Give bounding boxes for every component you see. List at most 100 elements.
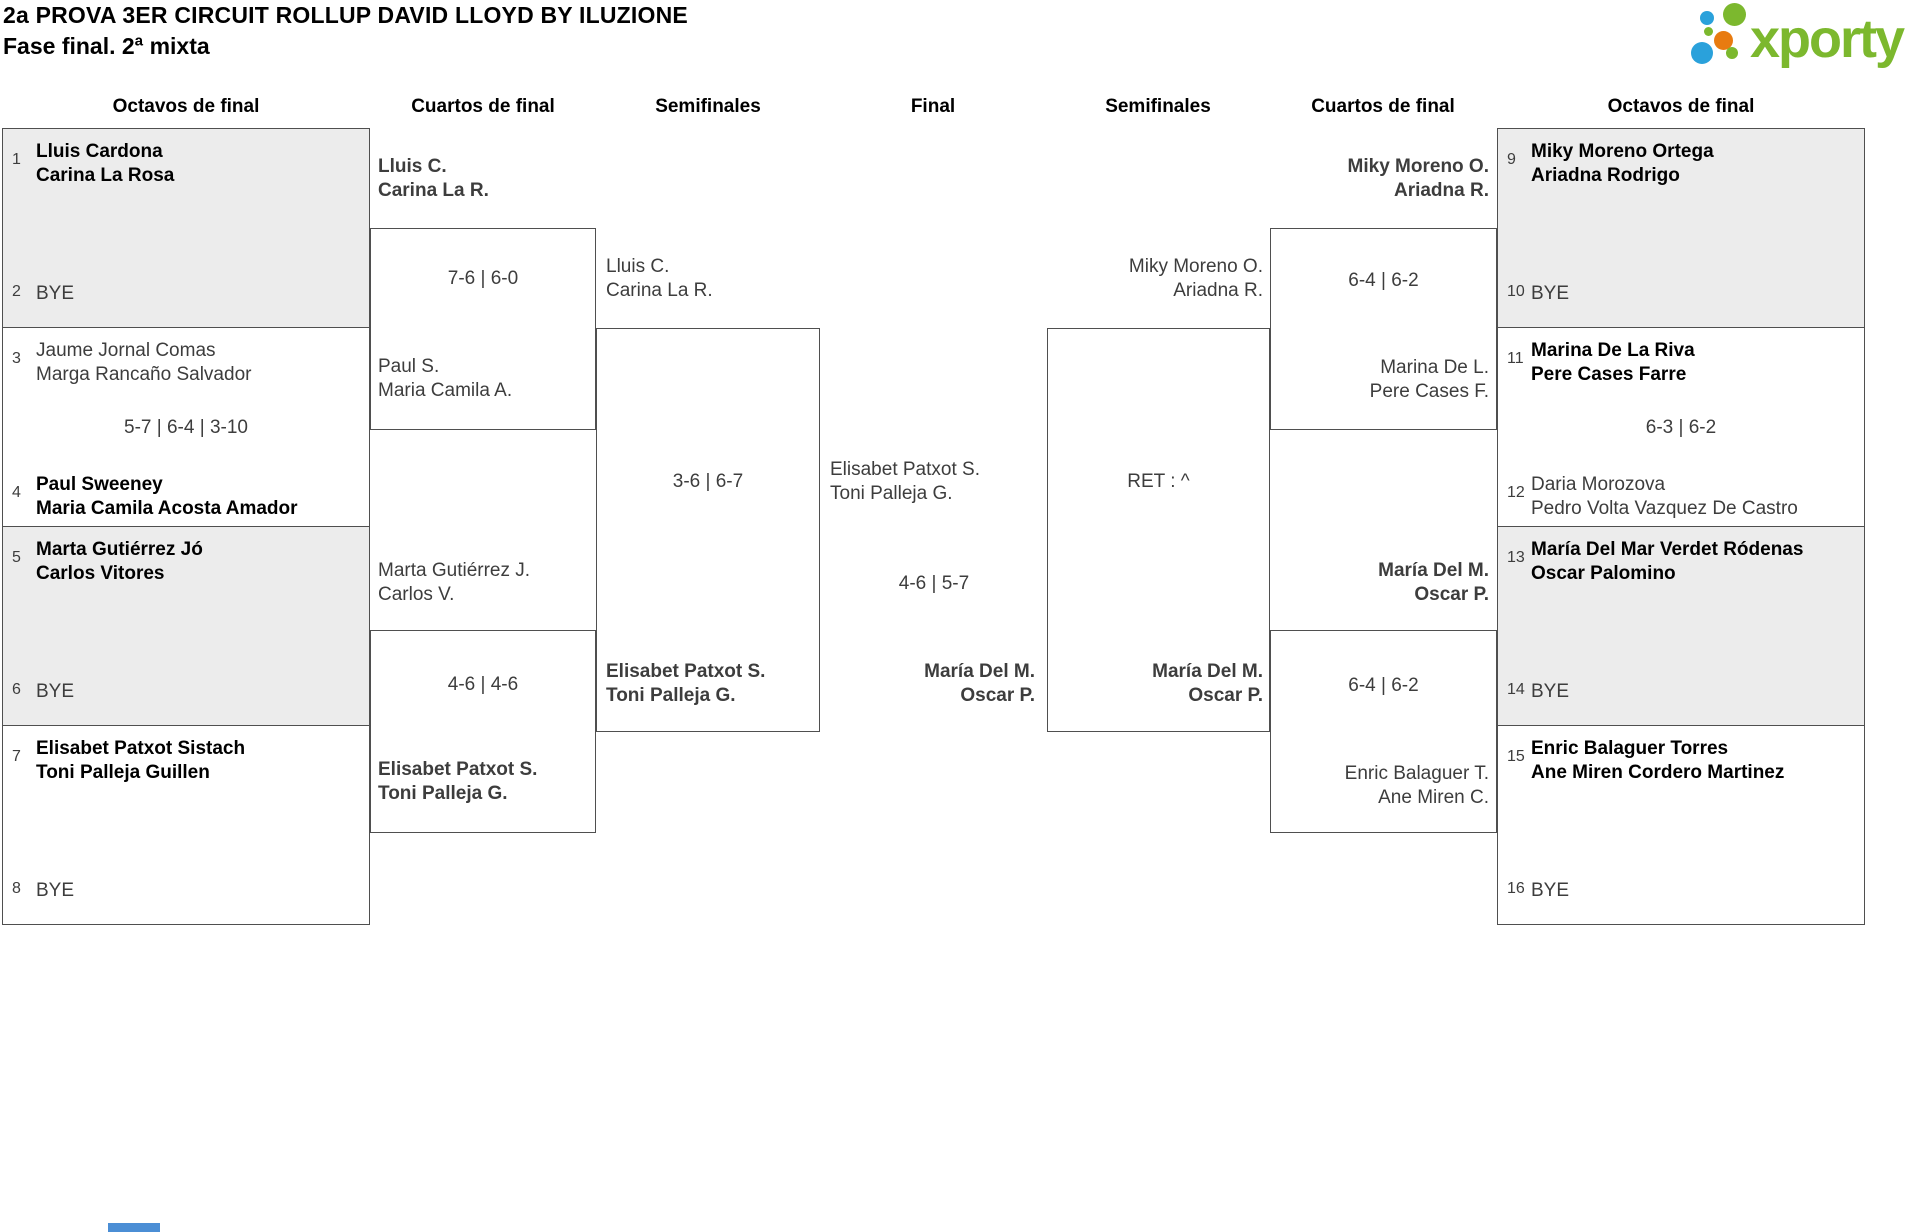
round-header-semis-left: Semifinales [655,96,761,117]
round-header-final: Final [910,96,956,117]
match-score: RET : ^ [1127,471,1190,492]
match-score: 4-6 | 4-6 [447,674,519,695]
round-header-cuartos-left: Cuartos de final [411,96,555,117]
match-score: 6-4 | 6-2 [1348,675,1419,696]
bye-label: BYE [1531,880,1570,901]
qf-team: Miky Moreno O.Ariadna R. [1347,156,1489,201]
page-subtitle: Fase final. 2ª mixta [3,33,210,59]
bracket-entry: 14 BYE [1498,680,1864,704]
bye-label: BYE [36,880,75,901]
bracket-entry: 6 BYE [3,680,369,704]
seed-number: 9 [1507,151,1516,168]
logo-dot-blue-small [1700,11,1714,25]
match-score: 3-6 | 6-7 [672,471,744,492]
logo-dot-orange [1714,31,1733,50]
match-score: 6-4 | 6-2 [1348,270,1419,291]
seed-number: 4 [12,484,21,501]
match-score: 6-3 | 6-2 [1645,417,1717,438]
round-header-octavos-right: Octavos de final [1607,96,1755,117]
sf-team: Miky Moreno O.Ariadna R. [1128,256,1263,301]
qf-team: Paul S.Maria Camila A. [378,356,513,401]
round-header-semis-right: Semifinales [1105,96,1211,117]
sf-team: María Del M.Oscar P. [1152,661,1263,706]
seed-number: 5 [12,549,21,566]
logo-wordmark: xporty [1750,9,1905,69]
logo-dot-green-tiny [1704,27,1713,36]
qf-team: Enric Balaguer T.Ane Miren C. [1344,763,1489,808]
seed-number: 1 [12,151,21,168]
seed-number: 15 [1507,748,1525,765]
final-team: Elisabet Patxot S.Toni Palleja G. [830,459,980,504]
seed-number: 11 [1507,350,1524,367]
final-team: María Del M.Oscar P. [924,661,1035,706]
seed-number: 13 [1507,549,1525,566]
seed-number: 6 [12,681,21,698]
seed-number: 3 [12,350,21,367]
seed-number: 12 [1507,484,1525,501]
bracket-entry: 8 BYE [3,879,369,903]
qf-team: María Del M.Oscar P. [1378,560,1489,605]
scrollbar-fragment[interactable] [108,1223,160,1232]
seed-number: 16 [1507,880,1525,897]
bye-label: BYE [36,283,75,304]
bracket-connector-qf-right-2 [1270,630,1497,833]
bracket-connector-qf-left-1 [370,228,596,430]
qf-team: Lluis C.Carina La R. [378,156,489,201]
bracket-connector-qf-left-2 [370,630,596,833]
bye-label: BYE [1531,283,1570,304]
page-title: 2a PROVA 3ER CIRCUIT ROLLUP DAVID LLOYD … [3,2,688,28]
bracket-connector-qf-right-1 [1270,228,1497,430]
seed-number: 14 [1507,681,1525,698]
bracket-entry: 16 BYE [1498,879,1864,903]
qf-team: Marta Gutiérrez J.Carlos V. [378,560,531,605]
seed-number: 2 [12,283,21,300]
round-header-octavos-left: Octavos de final [112,96,260,117]
seed-number: 10 [1507,283,1525,300]
match-score: 4-6 | 5-7 [898,573,970,594]
match-score: 5-7 | 6-4 | 3-10 [124,417,248,438]
sf-team: Lluis C.Carina La R. [606,256,713,301]
qf-team: Elisabet Patxot S.Toni Palleja G. [378,759,538,804]
bracket-connector-sf-left [596,328,820,732]
bye-label: BYE [1531,681,1570,702]
qf-team: Marina De L.Pere Cases F. [1369,357,1489,402]
bye-label: BYE [36,681,75,702]
logo-dot-blue-large [1691,42,1713,64]
bracket-connector-sf-right [1047,328,1270,732]
seed-number: 7 [12,748,21,765]
match-score: 7-6 | 6-0 [447,268,519,289]
round-header-cuartos-right: Cuartos de final [1311,96,1455,117]
sf-team: Elisabet Patxot S.Toni Palleja G. [606,661,766,706]
logo-dot-green-small [1726,47,1738,59]
seed-number: 8 [12,880,21,897]
